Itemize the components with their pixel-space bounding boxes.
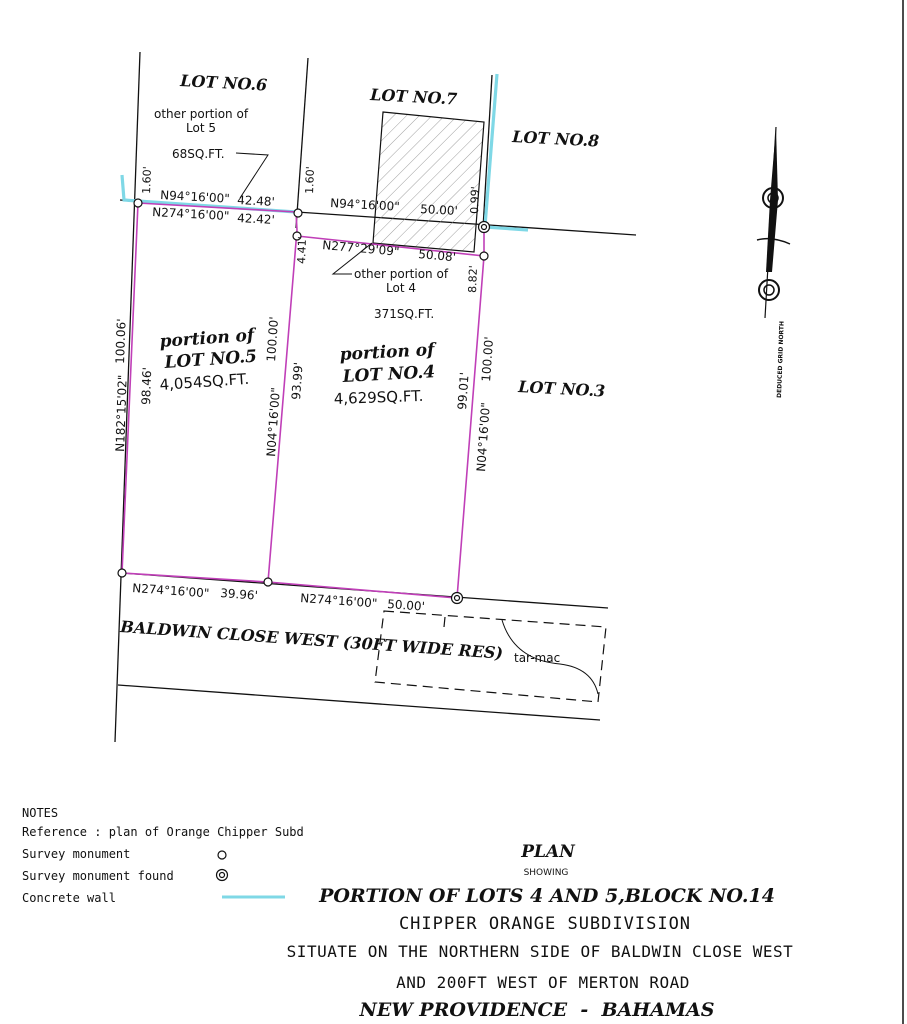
dim-west-bearing: N182°15'02" — [113, 374, 130, 452]
title-line2: CHIPPER ORANGE SUBDIVISION — [399, 914, 691, 934]
title-plan: PLAN — [520, 842, 576, 862]
title-showing: SHOWING — [524, 868, 569, 878]
monument-se-found-inner — [453, 594, 461, 602]
dim-east-bearing: N04°16'00" — [474, 402, 493, 472]
lot-3-label: LOT NO.3 — [517, 377, 606, 401]
dim-top-mid-dist: 50.00' — [420, 202, 458, 218]
title-line3: SITUATE ON THE NORTHERN SIDE OF BALDWIN … — [287, 942, 794, 961]
dim-bottom-left-dist: 39.96' — [220, 586, 259, 603]
tar-mac-arc — [501, 619, 599, 695]
other-portion-4-line1: other portion of — [354, 267, 449, 281]
monument-n-mid — [293, 208, 303, 218]
dim-west-inner: 98.46' — [139, 367, 154, 405]
tar-mac-area — [374, 610, 607, 703]
legend-monument-symbol — [217, 850, 227, 860]
portion-4-line2: LOT NO.4 — [341, 362, 435, 387]
dim-bottom-left-bearing: N274°16'00" — [132, 581, 210, 600]
dim-top-left-bearing2: N274°16'00" — [152, 205, 230, 223]
notes-survey-monument: Survey monument — [22, 847, 130, 861]
title-line4: AND 200FT WEST OF MERTON ROAD — [396, 973, 690, 992]
other-portion-4-line2: Lot 4 — [386, 281, 416, 295]
monument-n-mid2 — [292, 231, 302, 241]
dim-mid-dist: 100.00' — [264, 316, 281, 362]
notes-survey-monument-found: Survey monument found — [22, 869, 174, 883]
notes-legend: NOTES Reference : plan of Orange Chipper… — [22, 806, 304, 905]
monument-sw — [117, 568, 127, 578]
monument-ne-found-inner — [480, 223, 488, 231]
road-name: BALDWIN CLOSE WEST (30FT WIDE RES) — [119, 617, 504, 663]
legend-monument-found-inner — [218, 871, 226, 879]
survey-monuments — [117, 198, 491, 605]
dim-east-dist: 100.00' — [479, 336, 496, 382]
dim-inner-bearing: N277°29'09" — [322, 238, 400, 259]
portion-5-area: 4,054SQ.FT. — [159, 370, 250, 394]
lot-line-6-7 — [295, 57, 309, 229]
other-portion-4-area: 371SQ.FT. — [374, 307, 434, 321]
lot-8-label: LOT NO.8 — [511, 127, 600, 151]
concrete-wall-east-vertical — [483, 73, 499, 227]
dim-top-mid-bearing: N94°16'00" — [330, 196, 400, 214]
other-portion-4-leader — [331, 242, 373, 275]
dim-offset-right: 0.99' — [468, 186, 482, 214]
lot-line-7-8 — [482, 74, 493, 229]
notes-reference: Reference : plan of Orange Chipper Subd — [22, 825, 304, 839]
dim-bottom-right-dist: 50.00' — [387, 597, 426, 614]
road-south-edge — [117, 684, 601, 721]
other-portion-5-line2: Lot 5 — [186, 121, 216, 135]
notes-title: NOTES — [22, 806, 58, 820]
notes-concrete-wall: Concrete wall — [22, 891, 116, 905]
north-arrow-icon — [756, 126, 791, 319]
dim-offset-441: 4.41' — [295, 236, 309, 264]
dim-offset-mid: 1.60' — [303, 166, 317, 194]
dim-west-dist: 100.06' — [113, 318, 129, 364]
title-line1: PORTION OF LOTS 4 AND 5,BLOCK NO.14 — [318, 885, 775, 907]
dim-bottom-right-bearing: N274°16'00" — [300, 591, 378, 610]
lot-line-west — [114, 51, 141, 743]
portion-4-area: 4,629SQ.FT. — [334, 387, 424, 408]
other-portion-5-area: 68SQ.FT. — [172, 147, 225, 161]
concrete-wall-east-horizontal — [484, 225, 529, 232]
title-block: PLAN SHOWING PORTION OF LOTS 4 AND 5,BLO… — [287, 842, 794, 1021]
dim-mid-bearing: N04°16'00" — [264, 387, 283, 457]
monument-s-mid — [263, 577, 273, 587]
dim-top-left-bearing: N94°16'00" — [160, 188, 230, 206]
other-portion-5-line1: other portion of — [154, 107, 249, 121]
dim-top-left-dist2: 42.42' — [237, 211, 275, 227]
dim-inner-dist: 50.08' — [418, 247, 457, 264]
dim-top-left-dist: 42.48' — [237, 193, 275, 209]
other-portion-5-leader — [235, 152, 269, 199]
tar-mac-label: tar-mac — [514, 651, 560, 665]
dim-mid-inner: 93.99' — [289, 362, 306, 401]
dim-offset-882: 8.82' — [466, 265, 480, 293]
north-arrow-label: DEDUCED GRID NORTH — [776, 321, 786, 398]
monument-e — [479, 251, 489, 261]
lot-7-label: LOT NO.7 — [369, 85, 458, 109]
dim-east-inner: 99.01' — [455, 372, 472, 411]
monument-nw — [133, 198, 143, 208]
lot-6-label: LOT NO.6 — [179, 71, 268, 95]
boundary-lot-5 — [121, 202, 298, 583]
portion-4-line1: portion of — [339, 340, 437, 365]
dim-offset-left: 1.60' — [140, 166, 154, 194]
title-line5: NEW PROVIDENCE - BAHAMAS — [359, 999, 715, 1021]
shed-building — [372, 111, 485, 253]
boundary-lot-4 — [267, 235, 485, 599]
tar-mac-tick — [443, 616, 446, 628]
